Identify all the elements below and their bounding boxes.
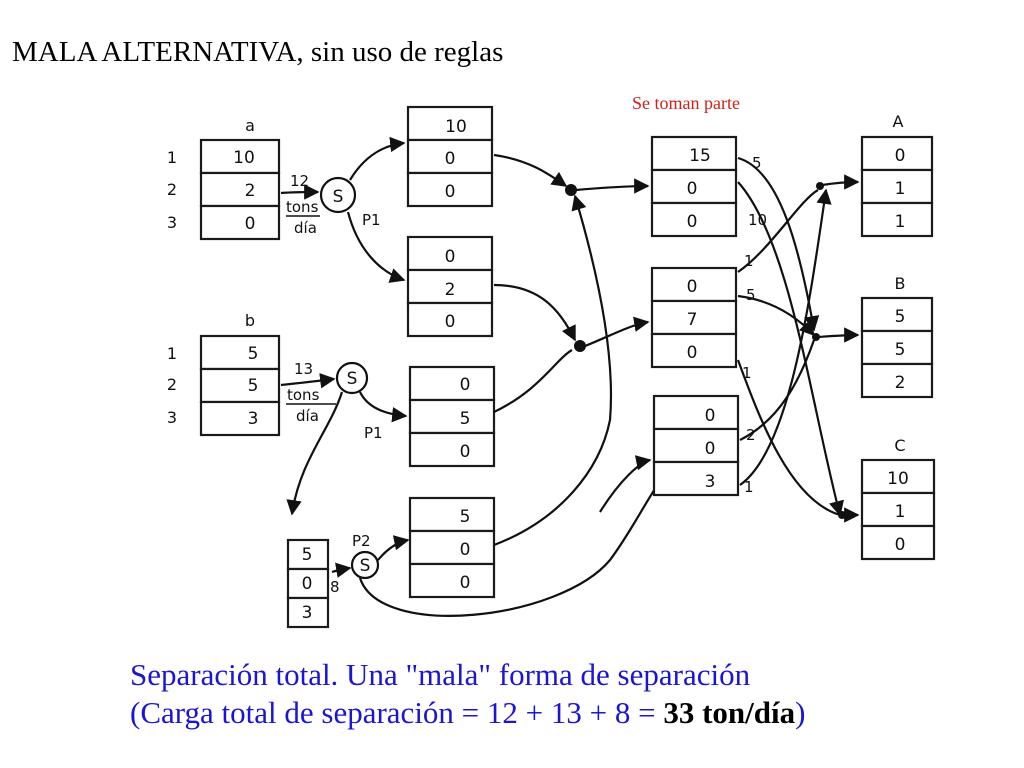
row-label: 2 <box>167 375 177 394</box>
cell-value: 0 <box>687 212 698 232</box>
mixed-stream-2: 0 7 0 <box>650 266 738 369</box>
separator-tag: P1 <box>364 424 383 442</box>
cell-value: 3 <box>302 603 313 623</box>
product-name: B <box>895 274 906 293</box>
cell-value: 5 <box>248 376 259 396</box>
cell-value: 0 <box>895 146 906 166</box>
cell-value: 2 <box>895 373 906 393</box>
cell-value: 3 <box>248 409 259 429</box>
product-flows: 5 10 1 5 1 2 1 <box>736 154 860 523</box>
cell-value: 0 <box>687 277 698 297</box>
separator-2: 13 tons día S P1 <box>280 360 408 516</box>
cell-value: 10 <box>887 469 909 489</box>
cell-value: 0 <box>895 535 906 555</box>
source-name: b <box>245 311 255 330</box>
separator-3: 8 S P2 <box>330 459 681 617</box>
separator-load: 13 <box>294 360 313 378</box>
product-a: A 0 1 1 <box>860 112 934 238</box>
separator-tag: P1 <box>362 211 381 229</box>
cell-value: 0 <box>705 406 716 426</box>
cell-value: 0 <box>445 149 456 169</box>
row-labels-b: 1 2 3 <box>167 344 177 427</box>
product-c: C 10 1 0 <box>860 436 936 561</box>
cell-value: 0 <box>245 214 256 234</box>
row-label: 1 <box>167 344 177 363</box>
cell-value: 1 <box>895 502 906 522</box>
split-stream-2: 0 2 0 <box>406 235 494 338</box>
cell-value: 5 <box>460 409 471 429</box>
cell-value: 0 <box>460 573 471 593</box>
separator-unit-top: tons <box>286 198 319 216</box>
cell-value: 0 <box>445 182 456 202</box>
separator-unit-top: tons <box>287 386 320 404</box>
row-label: 1 <box>167 148 177 167</box>
flow-label: 1 <box>744 478 754 496</box>
product-name: A <box>893 112 904 131</box>
cell-value: 0 <box>460 375 471 395</box>
product-name: C <box>894 436 905 455</box>
row-label: 3 <box>167 213 177 232</box>
split-stream-5: 5 0 3 <box>286 538 330 629</box>
flow-label: 10 <box>748 211 767 229</box>
flow-label: 5 <box>746 286 756 304</box>
caption-line-2-prefix: (Carga total de separación = 12 + 13 + 8… <box>130 695 664 730</box>
cell-value: 0 <box>302 574 313 594</box>
cell-value: 10 <box>445 117 467 137</box>
cell-value: 7 <box>687 310 698 330</box>
cell-value: 5 <box>248 344 259 364</box>
flow-label: 1 <box>742 364 752 382</box>
source-a: a 10 2 0 <box>199 116 281 241</box>
cell-value: 2 <box>245 181 256 201</box>
separator-symbol: S <box>333 187 344 207</box>
cell-value: 5 <box>895 340 906 360</box>
cell-value: 1 <box>895 212 906 232</box>
mixed-stream-1: 15 0 0 <box>650 135 738 238</box>
cell-value: 0 <box>687 343 698 363</box>
mixing-flows <box>493 153 652 547</box>
cell-value: 0 <box>460 540 471 560</box>
separator-unit-bottom: día <box>294 219 317 237</box>
caption-total-load: 33 ton/día <box>663 695 796 730</box>
cell-value: 0 <box>460 442 471 462</box>
cell-value: 10 <box>233 148 255 168</box>
cell-value: 15 <box>689 146 711 166</box>
separator-load: 8 <box>330 578 340 596</box>
row-label: 3 <box>167 408 177 427</box>
mixed-stream-3: 0 0 3 <box>652 394 740 497</box>
caption: Separación total. Una "mala" forma de se… <box>130 656 805 732</box>
slide-title: MALA ALTERNATIVA, sin uso de reglas <box>12 36 504 68</box>
split-stream-3: 0 5 0 <box>408 365 496 468</box>
side-note: Se toman parte <box>632 93 740 113</box>
cell-value: 0 <box>705 439 716 459</box>
cell-value: 0 <box>687 179 698 199</box>
flow-label: 5 <box>752 154 762 172</box>
cell-value: 0 <box>445 312 456 332</box>
cell-value: 2 <box>445 280 456 300</box>
cell-value: 5 <box>302 545 313 565</box>
row-label: 2 <box>167 180 177 199</box>
caption-line-1: Separación total. Una "mala" forma de se… <box>130 657 751 692</box>
separator-unit-bottom: día <box>296 407 319 425</box>
row-labels-a: 1 2 3 <box>167 148 177 232</box>
source-b: b 5 5 3 <box>199 311 281 437</box>
flow-label: 2 <box>746 426 756 444</box>
split-stream-4: 5 0 0 <box>408 496 496 599</box>
separator-symbol: S <box>347 369 358 389</box>
separator-load: 12 <box>290 172 309 190</box>
cell-value: 5 <box>895 307 906 327</box>
cell-value: 5 <box>460 507 471 527</box>
caption-line-2: (Carga total de separación = 12 + 13 + 8… <box>130 694 805 732</box>
product-b: B 5 5 2 <box>860 274 934 399</box>
caption-line-2-suffix: ) <box>795 695 806 730</box>
separator-1: 12 tons día S P1 <box>280 136 406 283</box>
separator-tag: P2 <box>352 532 371 550</box>
cell-value: 0 <box>445 247 456 267</box>
flow-label: 1 <box>744 252 754 270</box>
cell-value: 3 <box>705 472 716 492</box>
split-stream-1: 10 0 0 <box>406 105 494 208</box>
source-name: a <box>245 116 255 135</box>
separator-symbol: S <box>360 556 371 576</box>
cell-value: 1 <box>895 179 906 199</box>
